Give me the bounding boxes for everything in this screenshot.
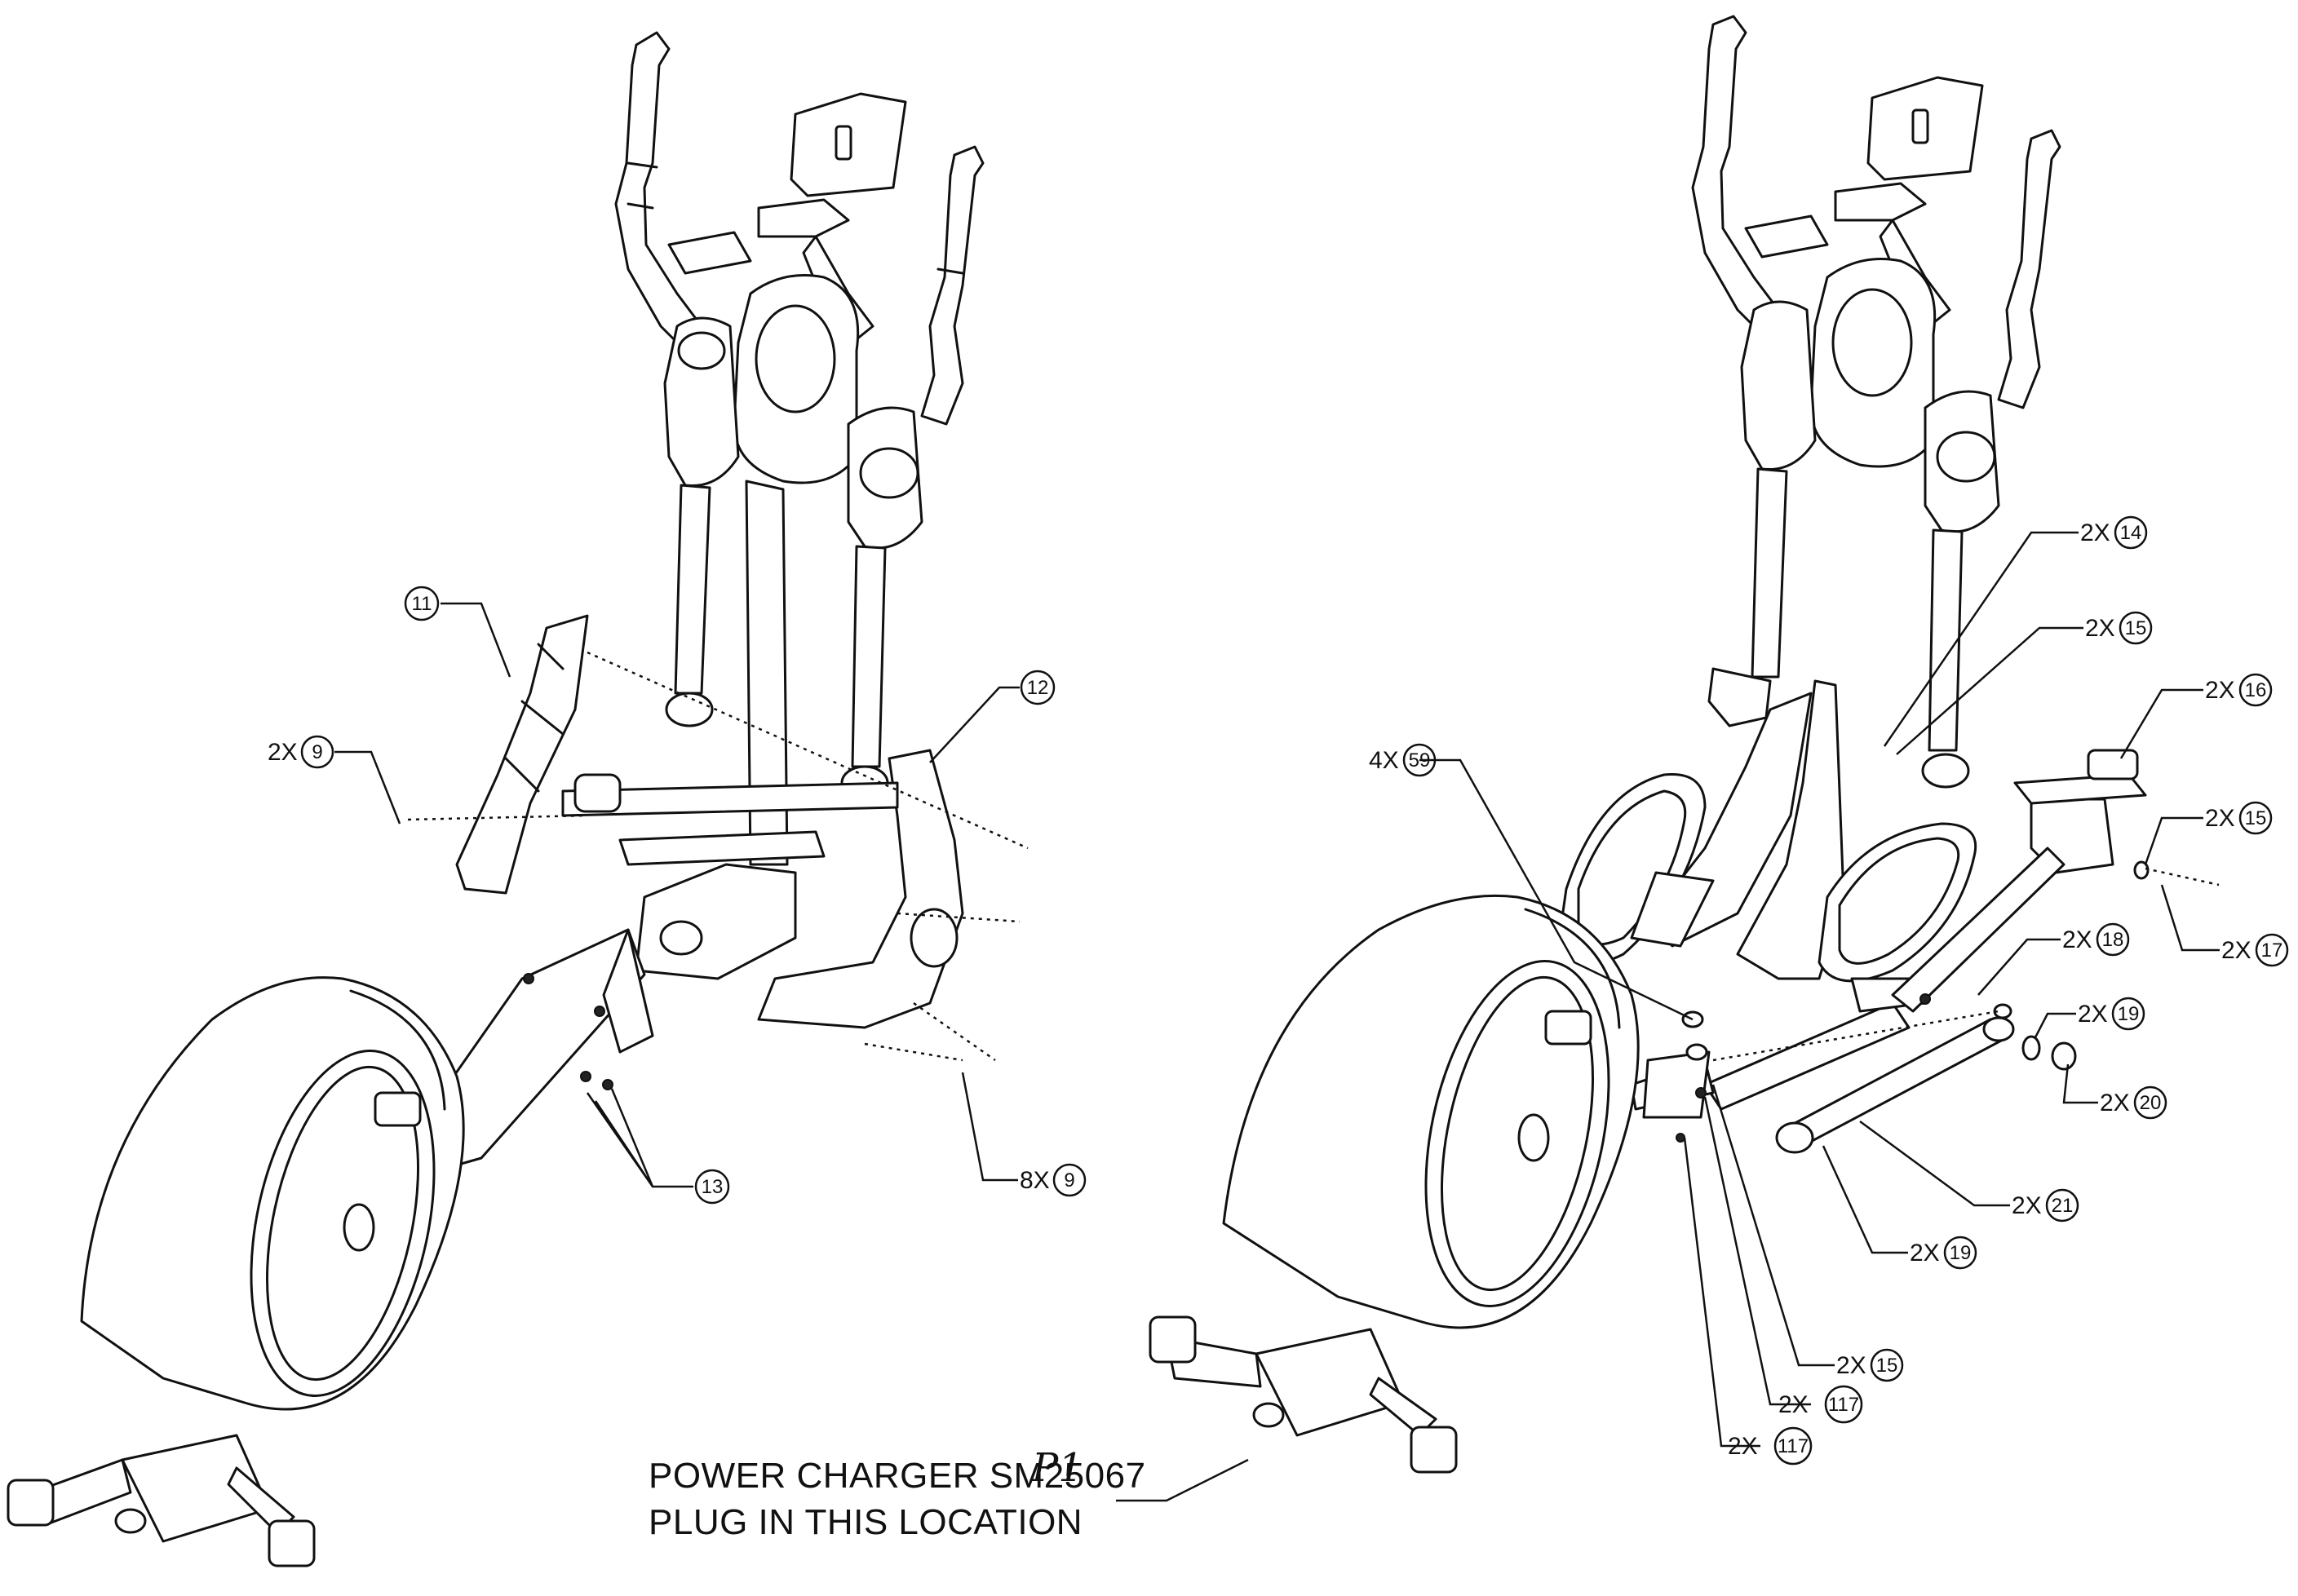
callout-2x-20: 2X 20 bbox=[2100, 1085, 2167, 1120]
callout-2x-19-top-prefix: 2X bbox=[2078, 1001, 2108, 1028]
right-elliptical-machine bbox=[1149, 15, 2220, 1474]
callout-2x-15-bottom-prefix: 2X bbox=[1836, 1352, 1866, 1379]
callout-4x-59-prefix: 4X bbox=[1369, 747, 1399, 774]
callout-2x-20-number: 20 bbox=[2140, 1092, 2162, 1114]
callout-2x-15-top: 2X 15 bbox=[2085, 611, 2153, 645]
callout-2x-117-upper-number: 117 bbox=[1828, 1394, 1859, 1416]
callout-2x-117-lower-number: 117 bbox=[1778, 1435, 1809, 1457]
callout-2x-20-prefix: 2X bbox=[2100, 1090, 2130, 1116]
callout-12-number: 12 bbox=[1027, 677, 1049, 699]
leader-lines bbox=[334, 531, 2220, 1502]
callout-8x-9-prefix: 8X bbox=[1020, 1167, 1050, 1194]
callout-2x-117-upper: 2X 117 bbox=[1778, 1385, 1863, 1424]
callout-11-number: 11 bbox=[412, 593, 432, 615]
callout-2x-19-top: 2X 19 bbox=[2078, 997, 2145, 1031]
power-charger-note-line1: POWER CHARGER SM25067 bbox=[649, 1456, 1146, 1496]
callout-2x-17: 2X 17 bbox=[2221, 933, 2289, 967]
callout-2x-14: 2X 14 bbox=[2080, 515, 2148, 550]
callout-2x-14-prefix: 2X bbox=[2080, 519, 2110, 546]
callout-2x-17-prefix: 2X bbox=[2221, 937, 2252, 964]
callout-2x-19-bottom-prefix: 2X bbox=[1910, 1240, 1940, 1267]
callout-12: 12 bbox=[1020, 670, 1056, 705]
callout-2x-15-right-number: 15 bbox=[2245, 807, 2267, 829]
callout-2x-18-prefix: 2X bbox=[2062, 926, 2092, 953]
callout-13: 13 bbox=[694, 1169, 730, 1205]
callout-2x-15-bottom: 2X 15 bbox=[1836, 1348, 1904, 1382]
callout-2x-18: 2X 18 bbox=[2062, 922, 2130, 957]
callout-2x-21-prefix: 2X bbox=[2012, 1192, 2042, 1219]
callout-2x-14-number: 14 bbox=[2120, 522, 2142, 544]
callout-2x-117-upper-prefix: 2X bbox=[1778, 1391, 1809, 1418]
callout-2x-18-number: 18 bbox=[2102, 929, 2124, 951]
callout-8x-9: 8X 9 bbox=[1020, 1163, 1087, 1197]
callout-4x-59-number: 59 bbox=[1409, 749, 1431, 771]
left-elliptical-machine bbox=[7, 31, 1029, 1567]
callout-2x-17-number: 17 bbox=[2261, 939, 2283, 962]
callout-2x-117-lower-prefix: 2X bbox=[1728, 1433, 1758, 1460]
callout-2x-16-number: 16 bbox=[2245, 679, 2267, 701]
handwritten-p1-mark: P1 bbox=[1032, 1445, 1083, 1491]
callout-2x-9: 2X 9 bbox=[268, 735, 334, 769]
callout-2x-21: 2X 21 bbox=[2012, 1188, 2079, 1222]
power-charger-note-line2: PLUG IN THIS LOCATION bbox=[649, 1502, 1083, 1542]
callout-2x-15-top-number: 15 bbox=[2125, 617, 2147, 639]
callout-2x-15-right: 2X 15 bbox=[2205, 801, 2273, 835]
callout-2x-19-top-number: 19 bbox=[2118, 1003, 2140, 1025]
callout-4x-59: 4X 59 bbox=[1369, 743, 1437, 777]
callout-2x-16: 2X 16 bbox=[2205, 673, 2273, 707]
callout-2x-9-prefix: 2X bbox=[268, 739, 298, 766]
callout-2x-15-top-prefix: 2X bbox=[2085, 615, 2115, 642]
callout-8x-9-number: 9 bbox=[1064, 1169, 1074, 1191]
callout-2x-19-bottom: 2X 19 bbox=[1910, 1236, 1977, 1270]
callout-11: 11 bbox=[404, 586, 440, 621]
callout-2x-19-bottom-number: 19 bbox=[1950, 1242, 1972, 1264]
callout-2x-117-lower: 2X 117 bbox=[1728, 1426, 1813, 1466]
callout-13-number: 13 bbox=[702, 1176, 724, 1198]
callout-2x-15-bottom-number: 15 bbox=[1876, 1355, 1898, 1377]
callout-2x-9-number: 9 bbox=[312, 741, 322, 763]
callout-2x-21-number: 21 bbox=[2052, 1195, 2074, 1217]
callout-2x-16-prefix: 2X bbox=[2205, 677, 2235, 704]
callout-2x-15-right-prefix: 2X bbox=[2205, 805, 2235, 832]
